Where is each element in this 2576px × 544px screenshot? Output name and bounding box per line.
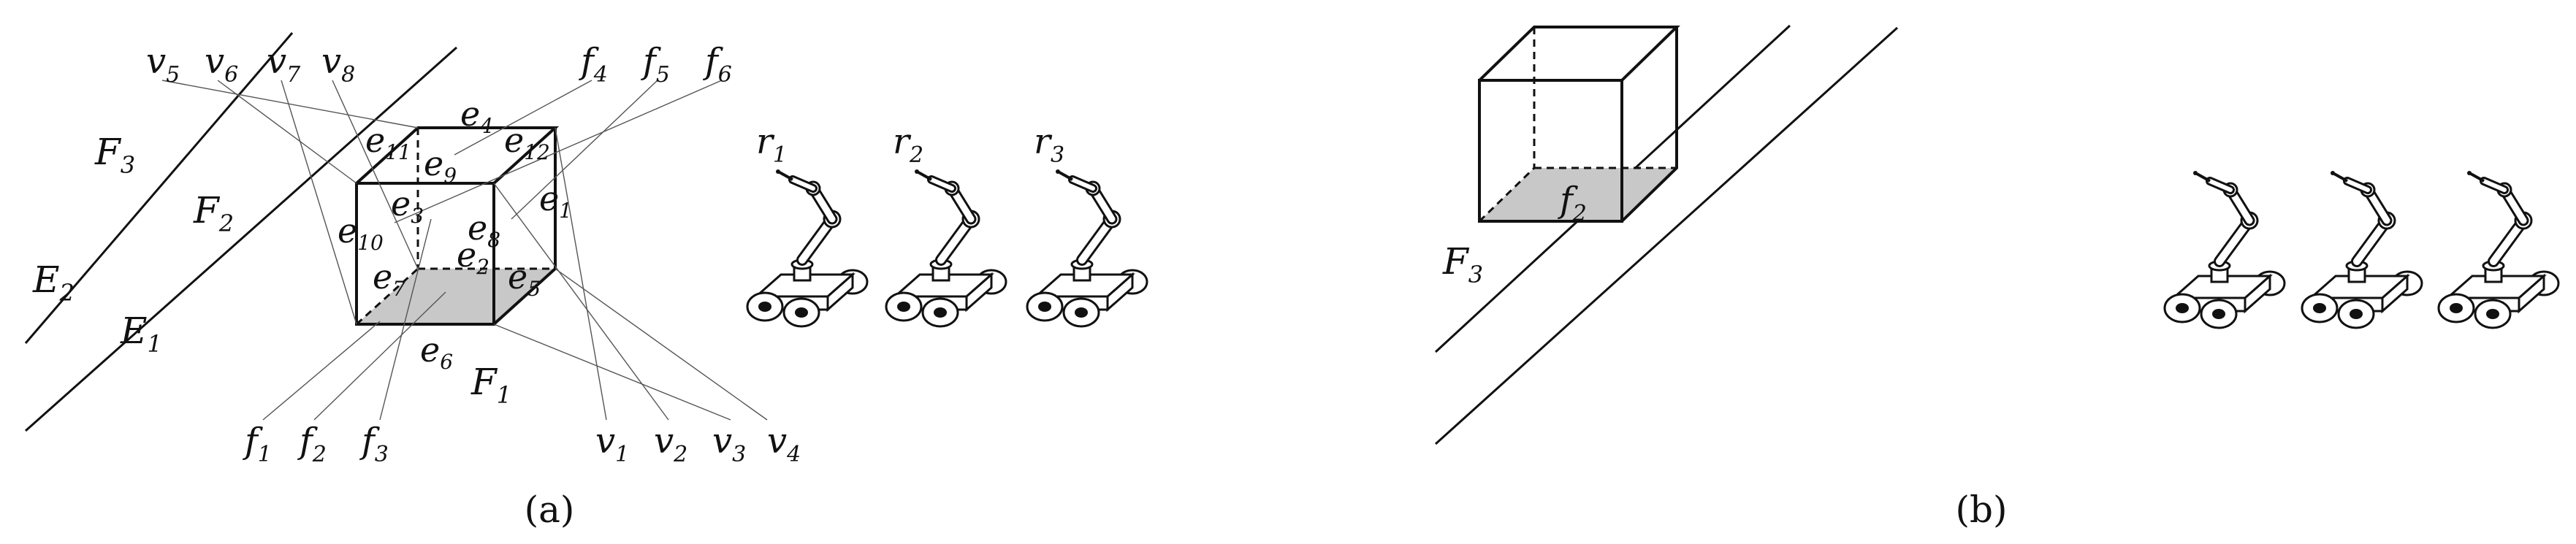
svg-text:e5: e5: [508, 257, 541, 301]
svg-text:e7: e7: [373, 257, 405, 301]
vertex-label-v7-base: v: [267, 41, 286, 82]
mobile-manipulator-robot-icon: [886, 169, 1006, 326]
env-face-label-f2: F2: [193, 189, 234, 237]
cube-edge-labels: e1 e2 e3 e4 e5 e6 e7 e8 e9 e10 e11 e12: [338, 94, 572, 374]
svg-text:e12: e12: [504, 120, 550, 164]
vertex-label-v8-base: v: [321, 41, 341, 82]
svg-text:f3: f3: [359, 421, 389, 467]
vertex-label-v5-sub: 5: [166, 62, 180, 88]
boundary-line-e2: [24, 32, 294, 344]
robot-label-r3: r3: [1034, 121, 1064, 168]
svg-text:e8: e8: [468, 208, 500, 252]
svg-text:v3: v3: [712, 421, 746, 467]
svg-text:e1: e1: [539, 179, 572, 223]
cube-face-labels-top: f4 f5 f6: [579, 41, 732, 88]
svg-text:v7: v7: [267, 41, 301, 88]
boundary-line-e1: [25, 46, 457, 432]
svg-text:f2: f2: [297, 421, 327, 467]
boundary-line-lower: [1434, 26, 1899, 445]
vertex-label-v7-sub: 7: [286, 62, 301, 88]
shaded-bottom-face: [1479, 168, 1677, 221]
vertex-label-v6-base: v: [205, 41, 224, 82]
svg-text:e2: e2: [457, 235, 489, 279]
mobile-manipulator-robot-icon: [2165, 171, 2285, 328]
face-label-f4-sub: 4: [593, 62, 608, 88]
caption-a: (a): [525, 489, 575, 531]
env-face-label-f1: F1: [470, 361, 511, 409]
env-face-label-f3: F3: [94, 131, 135, 179]
svg-text:f4: f4: [579, 41, 608, 88]
svg-text:e9: e9: [424, 144, 457, 188]
svg-text:f6: f6: [703, 41, 732, 88]
svg-text:e11: e11: [365, 120, 411, 164]
mobile-manipulator-robot-icon: [747, 169, 867, 326]
svg-text:f1: f1: [243, 421, 272, 467]
robot-label-r2: r2: [893, 121, 923, 168]
cube-face-labels-bottom: f1 f2 f3: [243, 421, 389, 467]
vertex-label-v6-sub: 6: [224, 62, 238, 88]
vertex-labels-bottom: v1 v2 v3 v4: [595, 421, 801, 467]
env-face-label-f3: F3: [1442, 240, 1483, 288]
shaded-bottom-face: [357, 269, 555, 324]
mobile-manipulator-robot-icon: [2302, 171, 2422, 328]
face-label-f5-sub: 5: [656, 62, 670, 88]
svg-text:v6: v6: [205, 41, 238, 88]
svg-text:f5: f5: [641, 41, 670, 88]
svg-text:v4: v4: [767, 421, 801, 467]
annotation-lines: [161, 80, 768, 421]
svg-text:e6: e6: [420, 330, 453, 374]
env-edge-label-e2: E2: [32, 258, 75, 307]
env-edge-label-e1: E1: [120, 310, 162, 358]
svg-text:v1: v1: [595, 421, 629, 467]
vertex-label-v5-base: v: [146, 41, 166, 82]
svg-text:e10: e10: [338, 211, 384, 255]
robot-label-r1: r1: [756, 121, 787, 168]
svg-text:e4: e4: [460, 94, 493, 138]
face-label-f6-sub: 6: [718, 62, 732, 88]
svg-text:v8: v8: [321, 41, 355, 88]
caption-b: (b): [1955, 489, 2007, 531]
svg-text:e3: e3: [391, 184, 424, 228]
vertex-labels-top: v5 v6 v7 v8: [146, 41, 355, 88]
panel-a: v5 v6 v7 v8 f4 f5 f6 F3 F2 E2 E1 F1 e1 e…: [24, 32, 1147, 531]
svg-text:v2: v2: [654, 421, 687, 467]
panel-b: f2 F3 (b): [1434, 24, 2558, 531]
svg-text:v5: v5: [146, 41, 180, 88]
cube-icon: [1478, 26, 1680, 223]
mobile-manipulator-robot-icon: [1027, 169, 1147, 326]
vertex-label-v8-sub: 8: [341, 62, 355, 88]
mobile-manipulator-robot-icon: [2439, 171, 2558, 328]
